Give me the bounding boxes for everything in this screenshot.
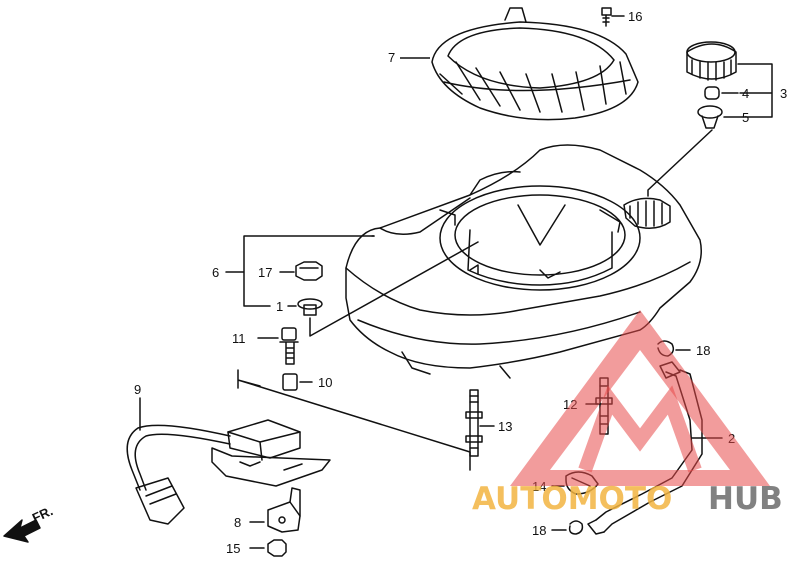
nut-17 xyxy=(295,261,323,281)
watermark-logo-icon xyxy=(510,310,770,486)
ignition-coil xyxy=(126,419,331,525)
front-arrow-icon xyxy=(3,519,41,543)
gasket-4 xyxy=(704,86,720,100)
label-11: 11 xyxy=(232,331,246,346)
fuel-tank xyxy=(345,144,702,379)
bracket-6 xyxy=(225,235,375,307)
label-17: 17 xyxy=(258,265,272,280)
recoil-cover xyxy=(431,7,639,121)
stud-13 xyxy=(465,389,483,457)
screw-16 xyxy=(601,7,612,27)
label-4: 4 xyxy=(742,86,749,101)
front-label: FR. xyxy=(30,503,55,525)
label-3: 3 xyxy=(780,86,787,101)
label-7: 7 xyxy=(388,50,395,65)
nut-15 xyxy=(267,539,287,557)
label-1: 1 xyxy=(276,299,283,314)
watermark-text-2: HUB xyxy=(708,481,783,517)
label-18-bottom: 18 xyxy=(532,523,546,538)
label-18-top: 18 xyxy=(696,343,710,358)
bolt-11 xyxy=(279,327,299,365)
fuel-cap xyxy=(686,41,737,81)
label-9: 9 xyxy=(134,382,141,397)
watermark: AUTOMOTO HUB xyxy=(472,310,783,517)
leader-1 xyxy=(287,241,479,337)
label-13: 13 xyxy=(498,419,512,434)
strainer-5 xyxy=(697,105,723,129)
label-10: 10 xyxy=(318,375,332,390)
leader-strainer xyxy=(647,129,713,197)
label-6: 6 xyxy=(212,265,219,280)
label-5: 5 xyxy=(742,110,749,125)
clip-18-bottom xyxy=(568,520,584,535)
leader-coil xyxy=(237,369,471,471)
bracket-3 xyxy=(721,63,773,118)
label-8: 8 xyxy=(234,515,241,530)
watermark-m-icon xyxy=(578,385,702,473)
watermark-text-1: AUTOMOTO xyxy=(472,481,672,517)
bracket-8 xyxy=(267,487,301,533)
label-15: 15 xyxy=(226,541,240,556)
label-16: 16 xyxy=(628,9,642,24)
collar-10 xyxy=(282,373,298,391)
washer-1 xyxy=(297,298,323,316)
